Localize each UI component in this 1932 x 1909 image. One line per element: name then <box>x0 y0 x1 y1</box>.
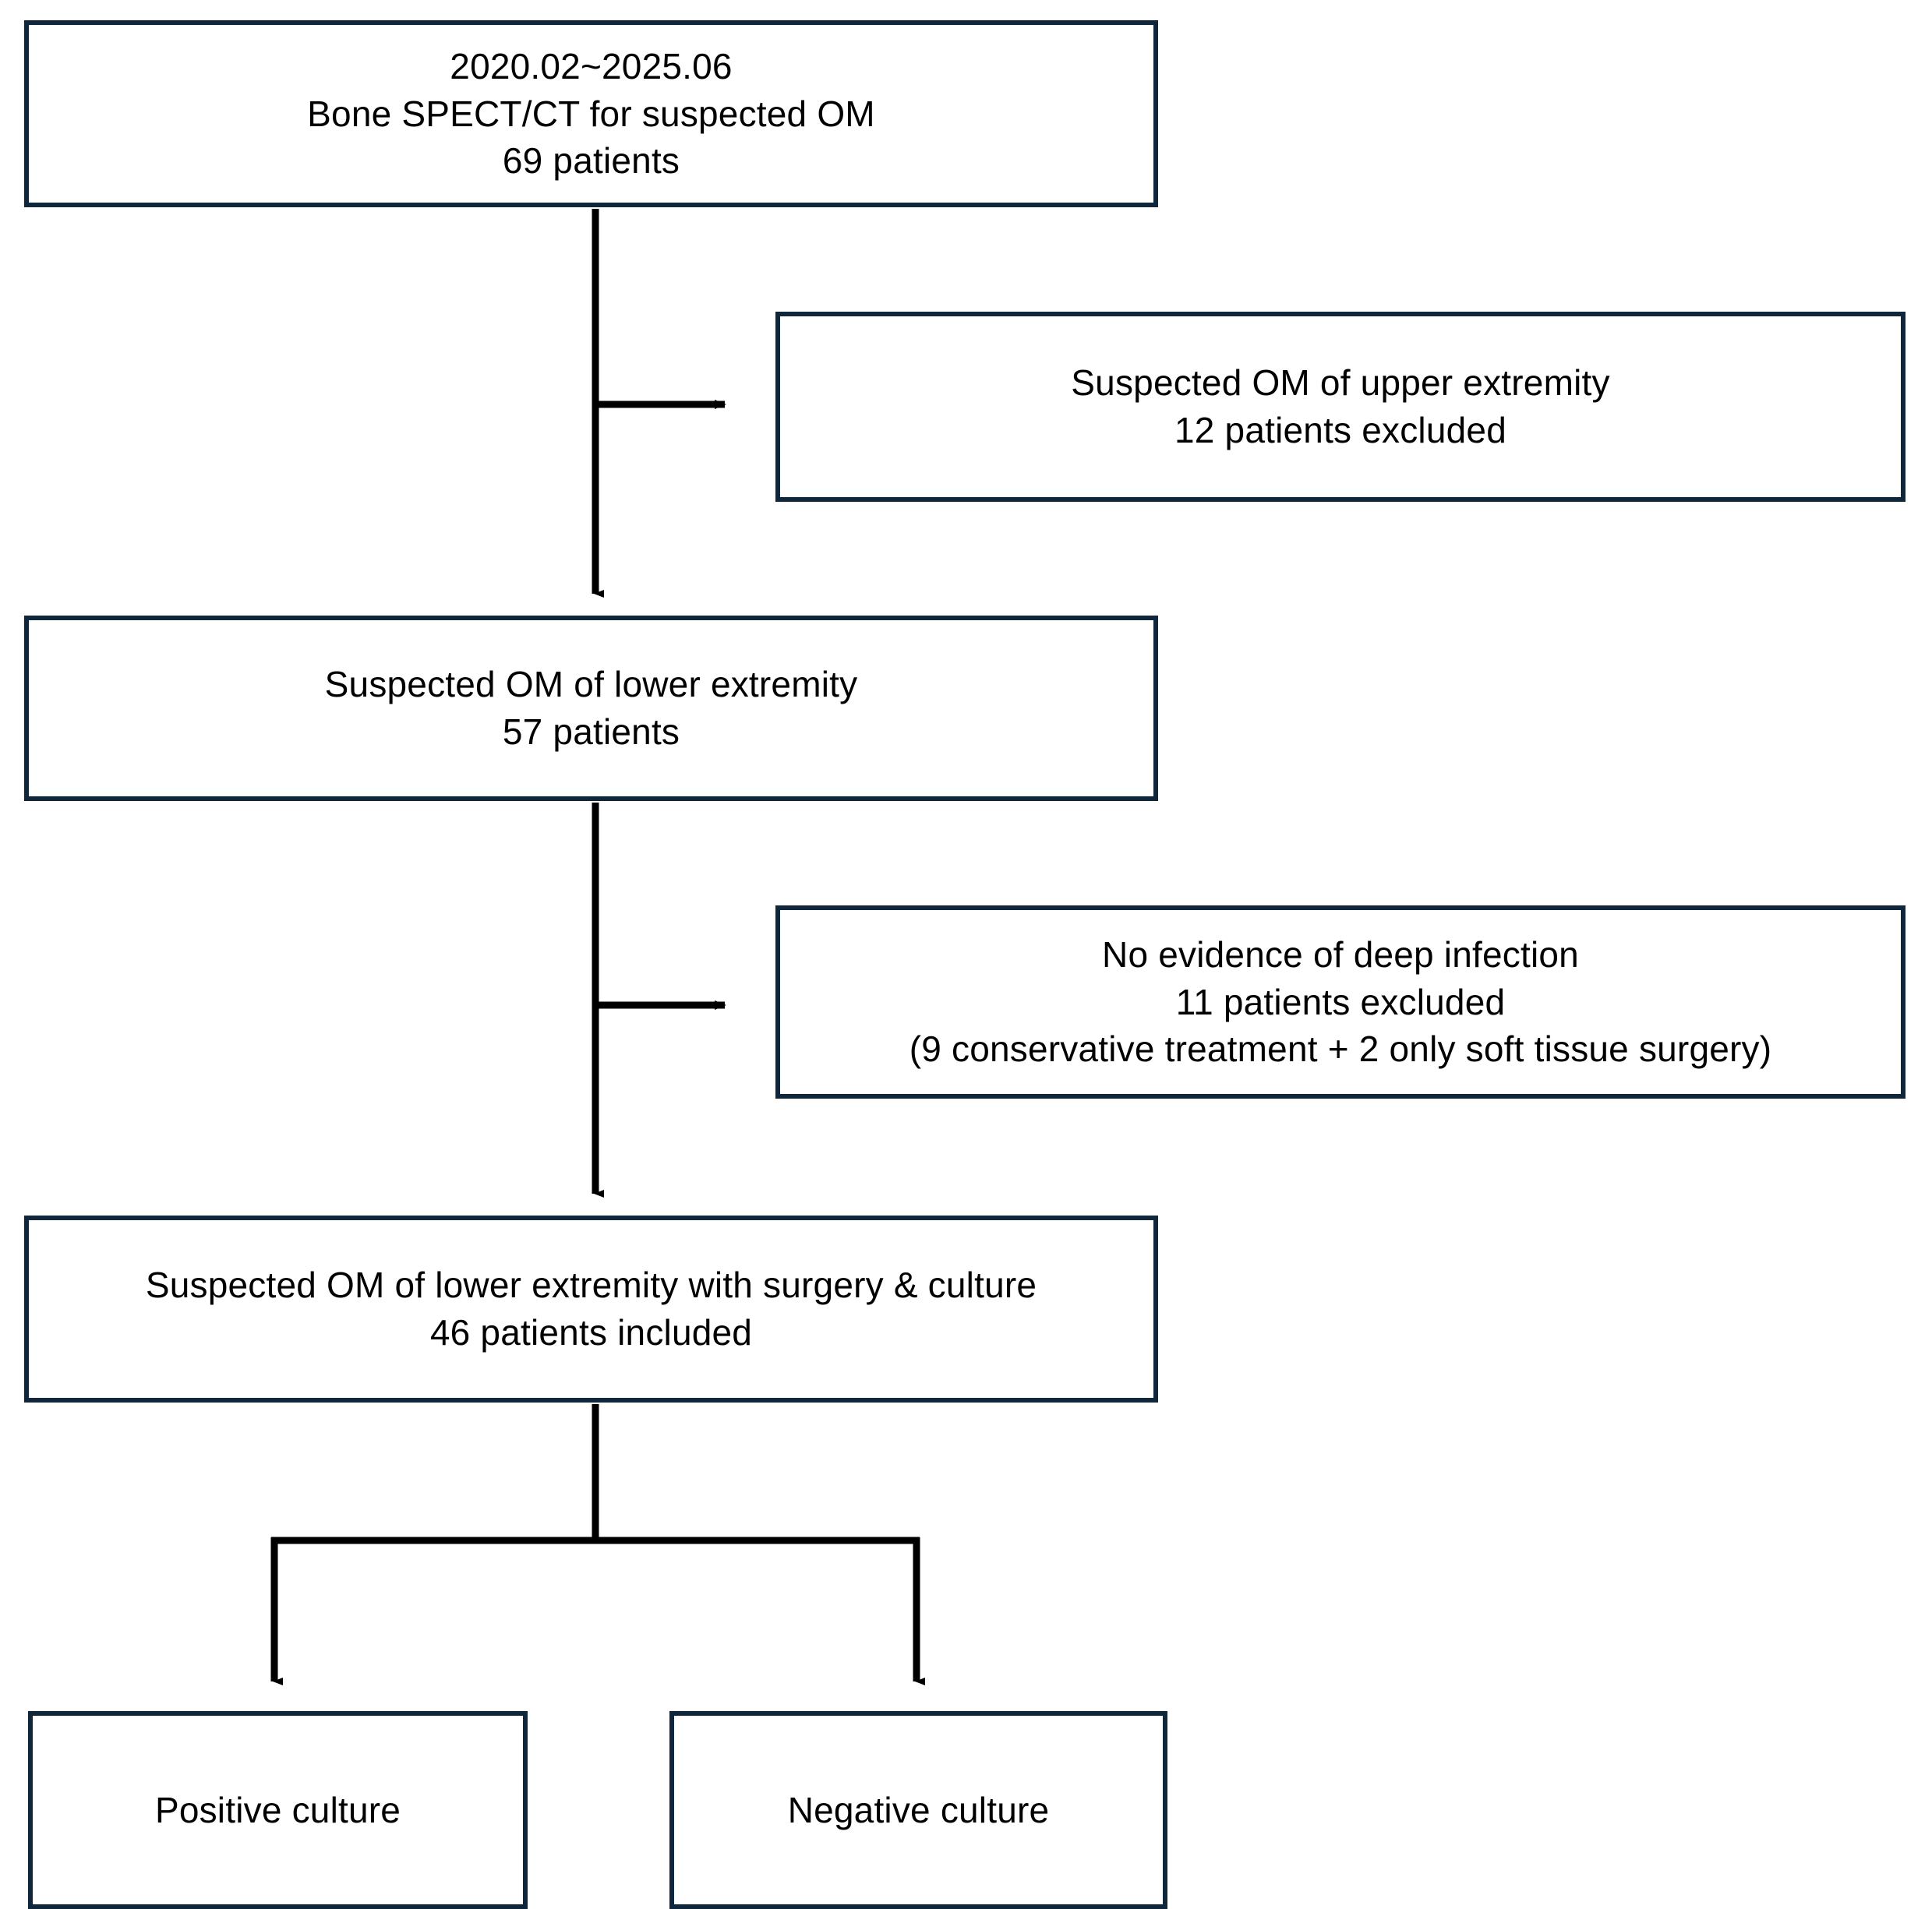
flow-node-positive-culture-text: Positive culture <box>154 1789 401 1830</box>
flow-node-negative-culture-text: Negative culture <box>787 1789 1050 1830</box>
flow-node-included: Suspected OM of lower extremity with sur… <box>24 1216 1158 1403</box>
flow-node-positive-culture: Positive culture <box>28 1711 528 1909</box>
edge-included-split <box>270 1404 925 1685</box>
flow-node-excluded-no-deep-infection-text: No evidence of deep infection 11 patient… <box>909 933 1772 1070</box>
flow-node-excluded-upper-extremity: Suspected OM of upper extremity 12 patie… <box>775 312 1906 502</box>
flow-node-negative-culture: Negative culture <box>669 1711 1167 1909</box>
flow-node-included-text: Suspected OM of lower extremity with sur… <box>145 1265 1037 1353</box>
flow-node-excluded-upper-extremity-text: Suspected OM of upper extremity 12 patie… <box>1071 362 1610 450</box>
flow-node-lower-extremity: Suspected OM of lower extremity 57 patie… <box>24 616 1158 801</box>
flow-node-enrolled: 2020.02~2025.06 Bone SPECT/CT for suspec… <box>24 20 1158 207</box>
flow-node-lower-extremity-text: Suspected OM of lower extremity 57 patie… <box>324 664 858 752</box>
flow-node-enrolled-text: 2020.02~2025.06 Bone SPECT/CT for suspec… <box>307 45 875 182</box>
flow-node-excluded-no-deep-infection: No evidence of deep infection 11 patient… <box>775 905 1906 1099</box>
